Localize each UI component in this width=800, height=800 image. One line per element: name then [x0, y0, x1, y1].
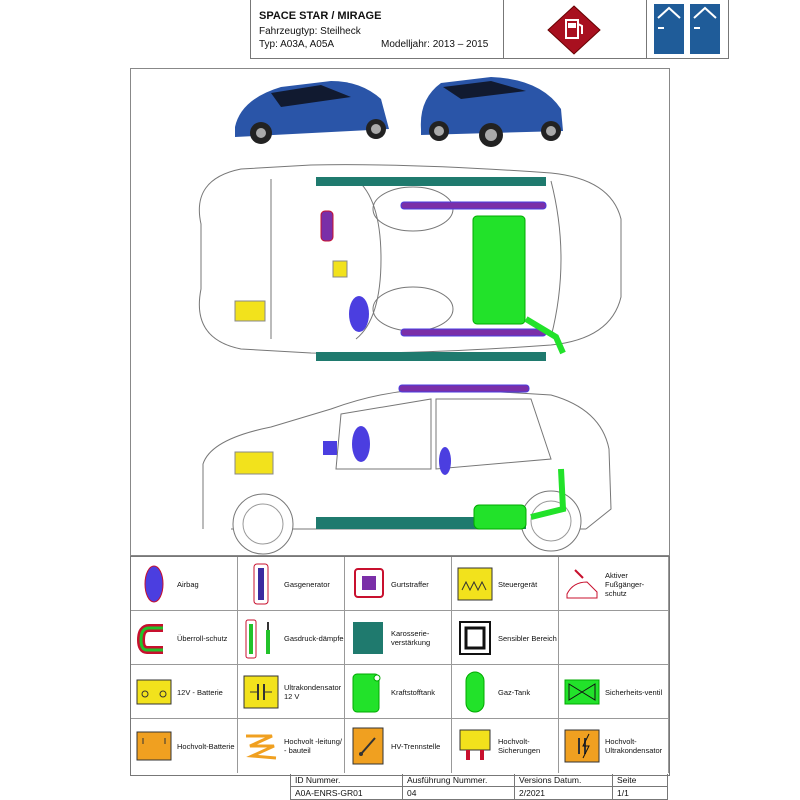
- body-reinforcement-icon: [353, 622, 383, 654]
- doors-cell: [646, 0, 729, 59]
- footer-id: ID Nummer. A0A-ENRS-GR01: [290, 774, 402, 800]
- footer-date: Versions Datum. 2/2021: [514, 774, 612, 800]
- rollover-protection-icon: [136, 624, 163, 654]
- legend-item-body-reinforcement: Karosserie-verstärkung: [345, 611, 452, 665]
- type-code: Typ: A03A, A05A: [259, 39, 335, 50]
- legend-item-hv-battery: Hochvolt-Batterie: [131, 719, 238, 773]
- top-view-outline: [198, 164, 622, 354]
- gas-tank-icon: [465, 671, 485, 713]
- legend-item-gas-generator: Gasgenerator: [238, 557, 345, 611]
- sill-reinforcement-upper: [316, 177, 546, 186]
- fuel-pump-icon: [547, 5, 601, 55]
- fuel-filler-top: [524, 316, 566, 355]
- passenger-airbag: [349, 296, 369, 332]
- car-photo-front: [235, 81, 389, 144]
- hv-fuse-icon: [459, 729, 491, 760]
- curtain-airbag-bottom: [400, 328, 547, 337]
- pedestrian-protection-icon: [566, 569, 598, 599]
- vehicle-type: Fahrzeugtyp: Steilheck: [259, 26, 361, 37]
- curtain-airbag-side: [398, 384, 530, 393]
- fuel-filler-side: [530, 468, 567, 520]
- four-door-icon: [654, 4, 720, 54]
- ultracapacitor-icon: [243, 675, 279, 709]
- belt-tensioner-icon: [354, 568, 384, 598]
- airbag-icon: [144, 565, 164, 603]
- fuel-type-cell: [502, 0, 647, 59]
- battery-12v-icon: [136, 679, 172, 705]
- footer-version: Ausführung Nummer. 04: [402, 774, 514, 800]
- hv-ultracapacitor-icon: [564, 729, 600, 763]
- hv-disconnect-icon: [352, 727, 384, 765]
- legend-item-sensitive-area: Sensibler Bereich: [452, 611, 559, 665]
- car-photo-rear: [420, 77, 563, 147]
- legend-item-ultracapacitor: Ultrakondensator 12 V: [238, 665, 345, 719]
- safety-valve-icon: [564, 679, 600, 705]
- rear-side-airbag: [439, 447, 451, 475]
- dash-airbag-side: [323, 441, 337, 455]
- front-side-airbag: [352, 426, 370, 462]
- legend-item-hv-fuse: Hochvolt-Sicherungen: [452, 719, 559, 773]
- legend-item-hv-cable: Hochvolt -leitung/ - bauteil: [238, 719, 345, 773]
- steering-airbag-module: [320, 210, 334, 242]
- battery-12v-top: [234, 300, 266, 322]
- vehicle-title: SPACE STAR / MIRAGE: [259, 10, 382, 22]
- legend-item-pedestrian-protection: Aktiver Fußgänger-schutz: [559, 557, 669, 611]
- legend-item-belt-tensioner: Gurtstraffer: [345, 557, 452, 611]
- legend-item-hv-ultracapacitor: Hochvolt-Ultrakondensator: [559, 719, 669, 773]
- control-unit-icon: [457, 567, 493, 601]
- legend-table: Airbag Gasgenerator Gurtstraffer Steuerg…: [130, 556, 670, 776]
- model-year: Modelljahr: 2013 – 2015: [381, 39, 489, 50]
- vehicle-info-box: SPACE STAR / MIRAGE Fahrzeugtyp: Steilhe…: [250, 0, 504, 59]
- fuel-tank-icon: [352, 673, 381, 713]
- legend-item-safety-valve: Sicherheits-ventil: [559, 665, 669, 719]
- legend-item-gas-tank: Gaz-Tank: [452, 665, 559, 719]
- gas-strut-icon: [245, 619, 270, 659]
- vehicle-diagram: [130, 68, 670, 556]
- control-unit-top: [332, 260, 348, 278]
- hv-cable-icon: [246, 734, 277, 760]
- legend-item-airbag: Airbag: [131, 557, 238, 611]
- legend-item-fuel-tank: Kraftstofftank: [345, 665, 452, 719]
- footer-page: Seite 1/1: [612, 774, 668, 800]
- fuel-tank-top: [472, 215, 526, 325]
- document-footer: ID Nummer. A0A-ENRS-GR01 Ausführung Numm…: [290, 774, 668, 800]
- hv-battery-icon: [136, 731, 172, 761]
- sensitive-area-icon: [459, 621, 491, 655]
- header: SPACE STAR / MIRAGE Fahrzeugtyp: Steilhe…: [60, 0, 729, 60]
- legend-item-battery-12v: 12V - Batterie: [131, 665, 238, 719]
- gas-generator-icon: [253, 563, 269, 605]
- legend-item-rollover: Überroll-schutz: [131, 611, 238, 665]
- legend-item-empty: [559, 611, 669, 665]
- legend-item-hv-disconnect: HV-Trennstelle: [345, 719, 452, 773]
- curtain-airbag-top: [400, 201, 547, 210]
- sill-reinforcement-lower: [316, 352, 546, 361]
- legend-item-control-unit: Steuergerät: [452, 557, 559, 611]
- battery-12v-side: [234, 451, 274, 475]
- legend-item-gas-strut: Gasdruck-dämpfe: [238, 611, 345, 665]
- fuel-tank-side: [473, 504, 527, 530]
